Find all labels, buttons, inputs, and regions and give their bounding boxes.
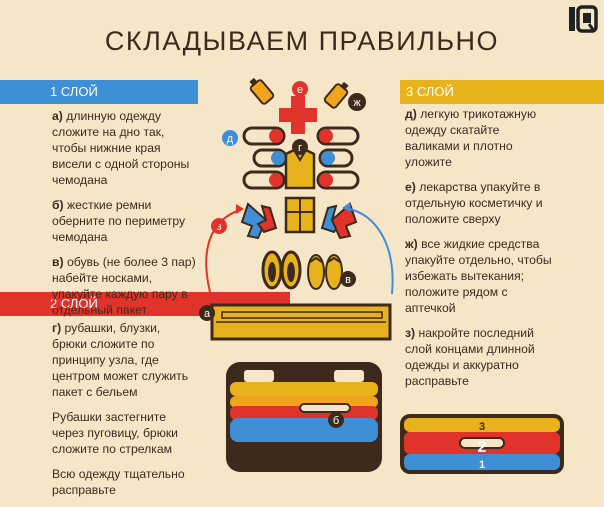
instruction-a: а) длинную одежду сложите на дно так, чт… xyxy=(52,109,190,187)
layer-1-instructions: а) длинную одежду сложите на дно так, чт… xyxy=(52,108,202,327)
svg-text:з: з xyxy=(216,221,221,233)
svg-text:а: а xyxy=(204,308,211,320)
folded-clothes-icon xyxy=(284,196,316,234)
instruction-shirts: Рубашки застегните через пуговицу, брюки… xyxy=(52,410,178,456)
layer-stack-diagram: 3 2 1 xyxy=(400,414,564,474)
marker-b: б xyxy=(328,412,344,428)
layer-3-instructions: д) легкую трикотажную одежду скатайте ва… xyxy=(405,106,555,398)
instruction-v: в) обувь (не более 3 пар) набейте носкам… xyxy=(52,255,196,317)
instruction-zh: ж) все жидкие средства упакуйте отдельно… xyxy=(405,237,552,315)
marker-v: в xyxy=(340,271,356,287)
page-title: СКЛАДЫВАЕМ ПРАВИЛЬНО xyxy=(104,26,500,56)
layer-2-instructions: г) рубашки, блузки, брюки сложите по при… xyxy=(52,320,192,507)
instruction-z: з) накройте последний слой концами длинн… xyxy=(405,326,535,388)
layer-3-header: 3 СЛОЙ xyxy=(400,80,604,104)
instruction-smooth: Всю одежду тщательно расправьте xyxy=(52,467,185,497)
socks-icon xyxy=(320,202,358,240)
marker-zh: ж xyxy=(348,93,366,111)
svg-text:е: е xyxy=(297,84,303,96)
layer-2-label: 2 СЛОЙ xyxy=(50,296,98,311)
marker-g: г xyxy=(292,139,308,155)
long-clothing-icon xyxy=(210,303,392,341)
svg-text:б: б xyxy=(333,415,339,427)
instruction-e: е) лекарства упакуйте в отдельную космет… xyxy=(405,180,543,226)
logo-icon xyxy=(569,5,598,33)
arrow-icon xyxy=(342,202,394,295)
arrow-icon xyxy=(205,204,244,293)
svg-text:в: в xyxy=(345,274,351,286)
rolled-clothes-icon xyxy=(242,126,288,190)
marker-a: а xyxy=(199,305,215,321)
stack-number-1: 1 xyxy=(479,459,485,471)
first-aid-cross-icon xyxy=(279,96,317,134)
marker-d: д xyxy=(222,130,238,146)
layer-1-header: 1 СЛОЙ xyxy=(0,80,198,104)
socks-icon xyxy=(240,202,278,240)
stack-number-3: 3 xyxy=(479,421,485,433)
instruction-b: б) жесткие ремни оберните по периметру ч… xyxy=(52,198,186,244)
stack-number-2: 2 xyxy=(478,439,487,456)
instruction-g: г) рубашки, блузки, брюки сложите по при… xyxy=(52,321,189,399)
rolled-clothes-icon xyxy=(316,126,360,190)
svg-text:г: г xyxy=(298,142,302,154)
suitcase-icon xyxy=(226,362,382,472)
flip-flops-icon xyxy=(307,254,343,290)
svg-text:ж: ж xyxy=(353,97,361,109)
bottle-icon xyxy=(323,81,349,109)
marker-e: е xyxy=(292,81,308,97)
shoes-icon xyxy=(261,250,302,290)
shirt-icon xyxy=(284,148,316,190)
bottle-icon xyxy=(249,77,275,105)
layer-3-label: 3 СЛОЙ xyxy=(406,84,454,99)
instruction-d: д) легкую трикотажную одежду скатайте ва… xyxy=(405,107,537,169)
svg-text:д: д xyxy=(227,133,234,145)
layer-1-label: 1 СЛОЙ xyxy=(50,84,98,99)
